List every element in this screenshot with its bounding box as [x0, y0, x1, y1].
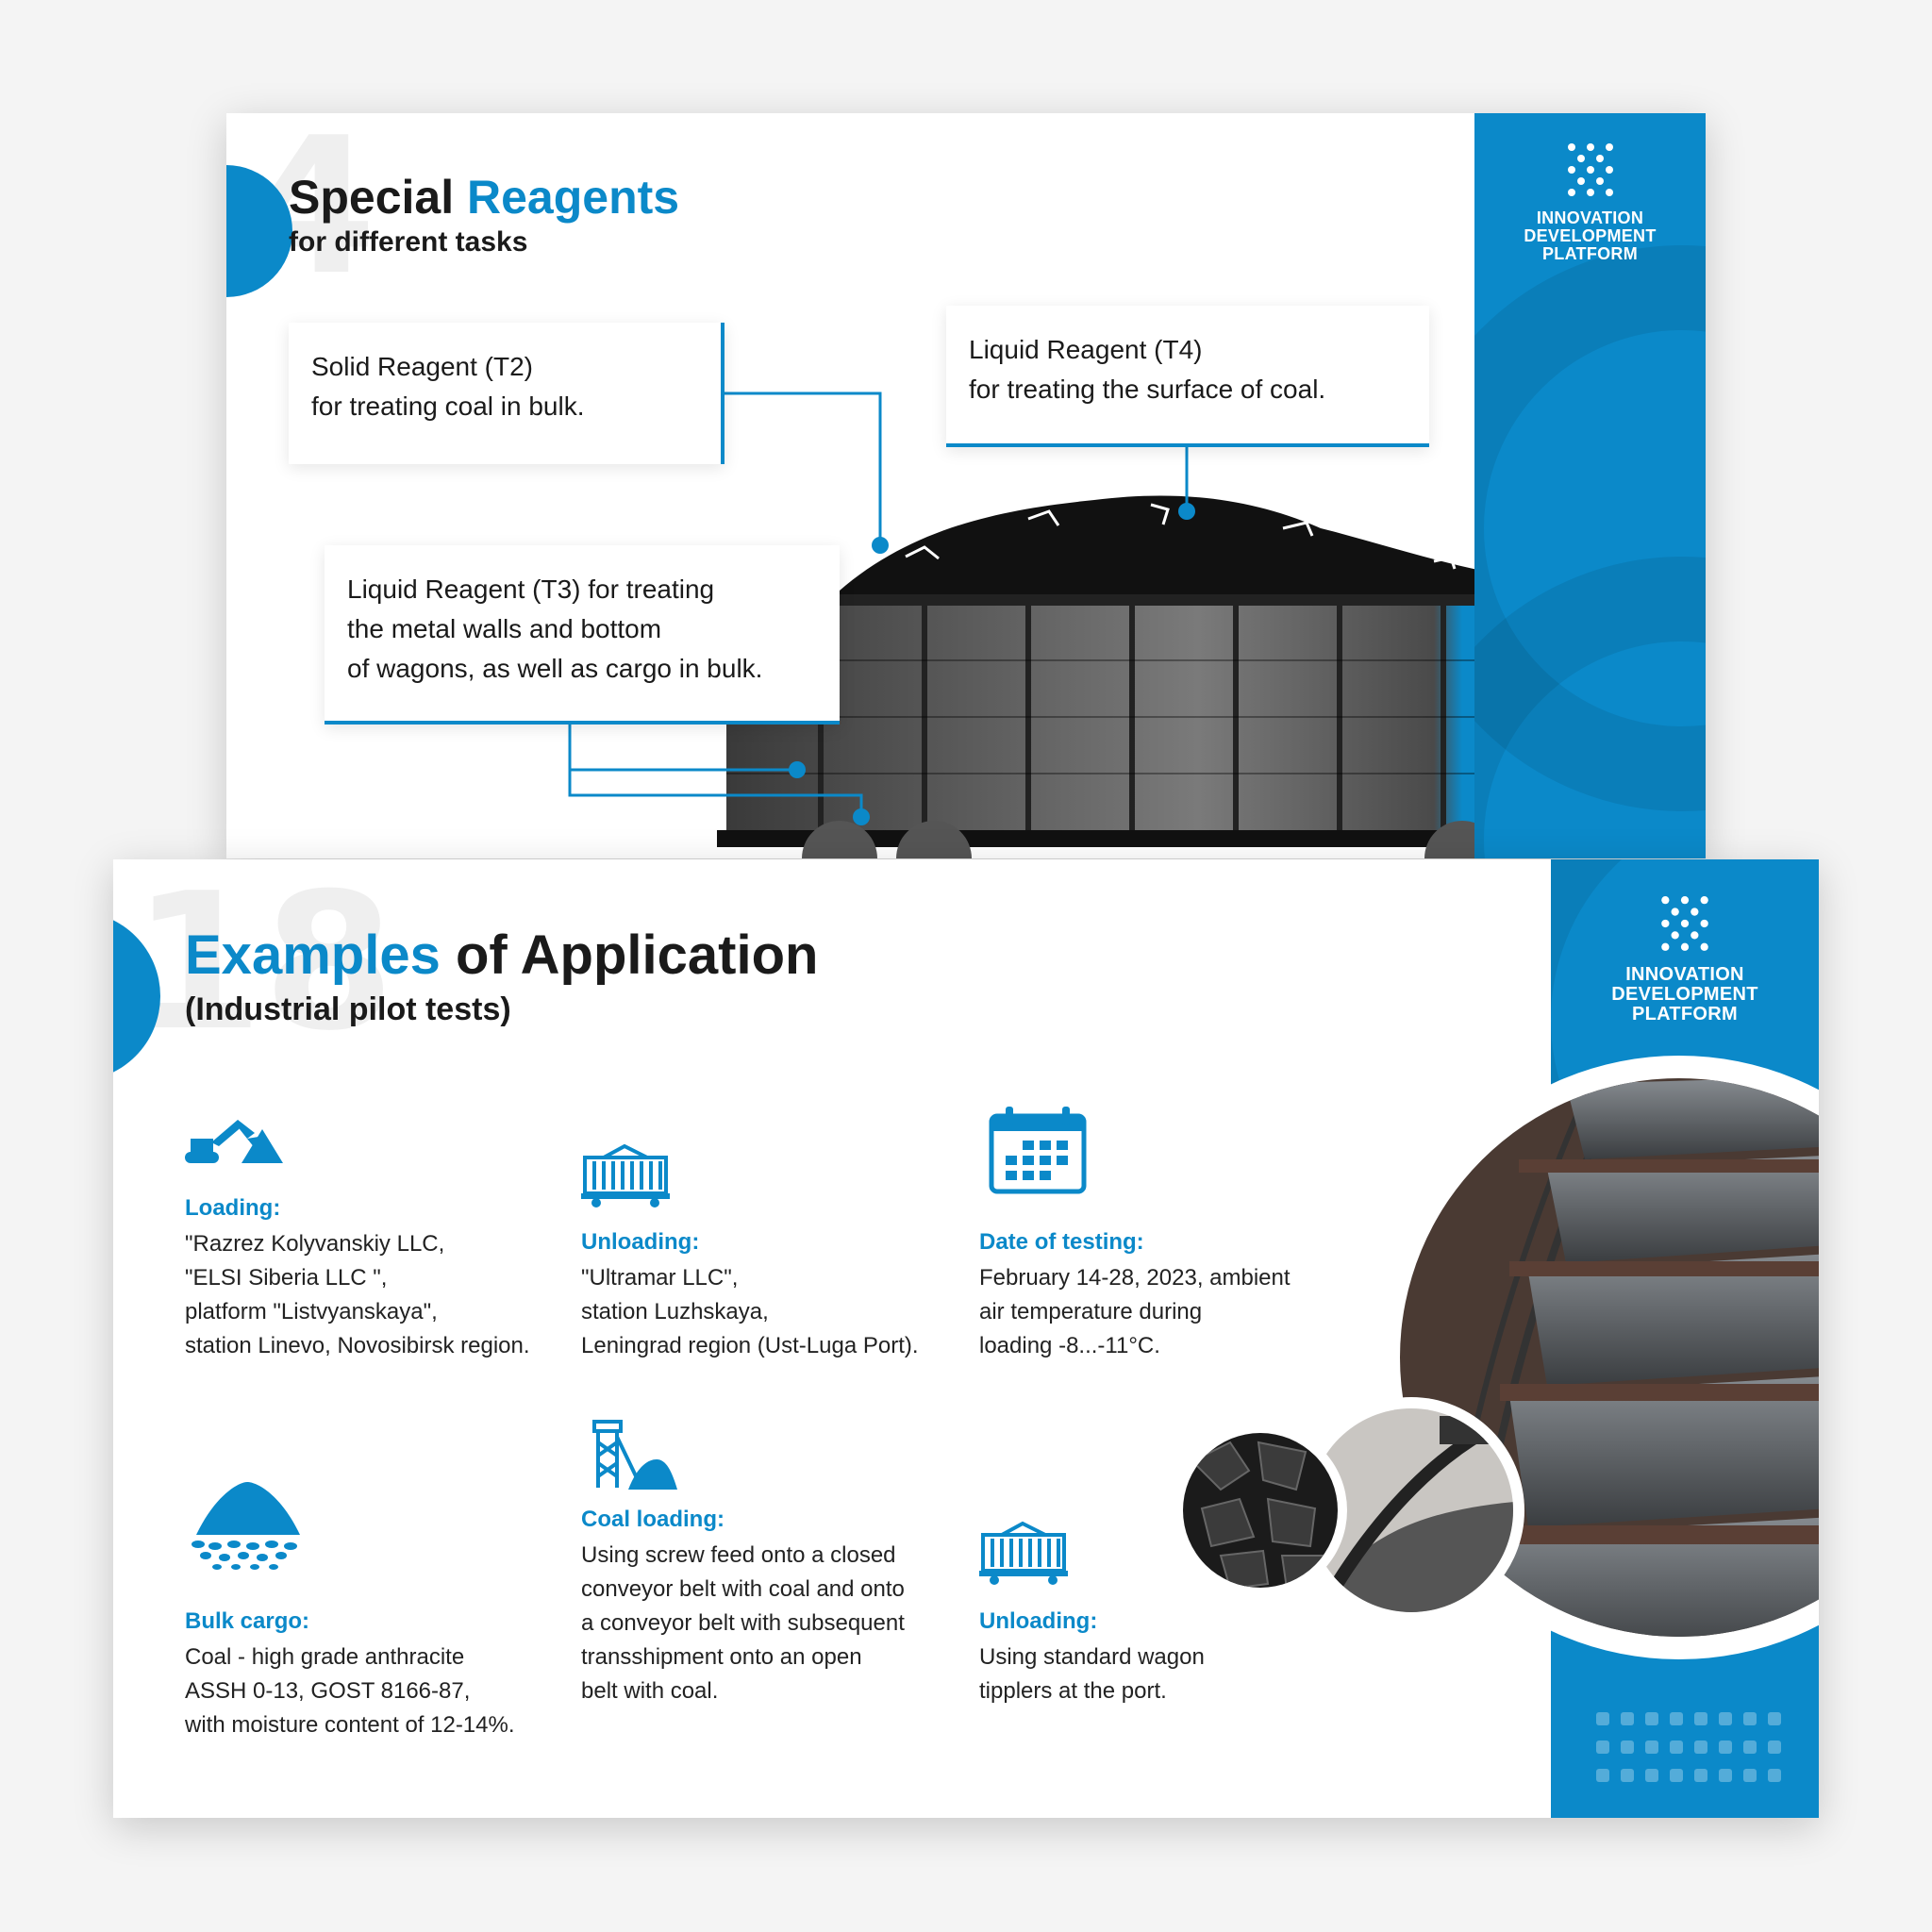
dot-grid-decoration: [1596, 1712, 1781, 1782]
item-text-line: Leningrad region (Ust-Luga Port).: [581, 1333, 919, 1358]
item-heading: Loading:: [185, 1195, 281, 1221]
item-text-line: loading -8...-11°C.: [979, 1333, 1160, 1358]
callout-liquid-reagent-t3: Liquid Reagent (T3) for treating the met…: [325, 545, 840, 724]
title-accent: Reagents: [467, 171, 680, 224]
callout-solid-reagent-t2: Solid Reagent (T2) for treating coal in …: [289, 323, 724, 464]
item-text-line: air temperature during: [979, 1299, 1203, 1324]
brand-logo-icon: [1661, 896, 1708, 951]
callout-text: for treating the surface of coal.: [969, 375, 1326, 404]
item-bulk-cargo: Bulk cargo: Coal - high grade anthracite…: [185, 1608, 562, 1742]
page-title: Special Reagents: [289, 170, 679, 225]
callout-title: Liquid Reagent (T3) for treating: [347, 575, 715, 604]
item-text-line: Coal - high grade anthracite: [185, 1644, 465, 1670]
item-text-line: transshipment onto an open: [581, 1644, 862, 1670]
excavator-icon: [185, 1120, 283, 1163]
item-text-line: Using standard wagon: [979, 1644, 1205, 1670]
item-text-line: tipplers at the port.: [979, 1678, 1167, 1704]
item-text-line: a conveyor belt with subsequent: [581, 1610, 905, 1636]
callout-title: Liquid Reagent (T4): [969, 335, 1203, 364]
brand-name: INNOVATION DEVELOPMENT PLATFORM: [1524, 208, 1657, 263]
item-loading: Loading: "Razrez Kolyvanskiy LLC, "ELSI …: [185, 1195, 562, 1363]
callout-text: for treating coal in bulk.: [311, 391, 585, 421]
item-text-line: station Luzhskaya,: [581, 1299, 769, 1324]
callout-text: of wagons, as well as cargo in bulk.: [347, 654, 763, 683]
item-text-line: platform "Listvyanskaya",: [185, 1299, 438, 1324]
wagon-icon: [979, 1521, 1068, 1585]
wagon-icon: [581, 1143, 670, 1208]
title-part: of Application: [455, 924, 819, 986]
slide-number: 18: [132, 859, 395, 1073]
page-subtitle: (Industrial pilot tests): [185, 991, 511, 1027]
callout-connectors: [568, 391, 1195, 825]
page-title: Examples of Application: [185, 924, 818, 987]
item-text-line: "Ultramar LLC",: [581, 1265, 739, 1291]
brand-logo-icon: [1567, 143, 1613, 196]
item-heading: Unloading:: [979, 1608, 1098, 1634]
slide-special-reagents: 4 Special Reagents for different tasks: [226, 113, 1706, 858]
callout-text: the metal walls and bottom: [347, 614, 662, 643]
item-text-line: station Linevo, Novosibirsk region.: [185, 1333, 530, 1358]
item-text-line: "ELSI Siberia LLC ",: [185, 1265, 388, 1291]
brand-block: INNOVATION DEVELOPMENT PLATFORM: [1551, 893, 1819, 1024]
item-text-line: conveyor belt with coal and onto: [581, 1576, 905, 1602]
pile-icon: [192, 1482, 300, 1570]
item-unloading-ultramar: Unloading: "Ultramar LLC", station Luzhs…: [581, 1229, 958, 1363]
callout-liquid-reagent-t4: Liquid Reagent (T4) for treating the sur…: [946, 306, 1429, 447]
title-part: Special: [289, 171, 455, 224]
callout-title: Solid Reagent (T2): [311, 352, 534, 381]
item-heading: Unloading:: [581, 1229, 700, 1255]
item-text-line: with moisture content of 12-14%.: [185, 1712, 515, 1738]
item-text-line: Using screw feed onto a closed: [581, 1542, 896, 1568]
item-text-line: February 14-28, 2023, ambient: [979, 1265, 1291, 1291]
item-text-line: "Razrez Kolyvanskiy LLC,: [185, 1231, 445, 1257]
calendar-icon: [989, 1107, 1087, 1194]
item-heading: Bulk cargo:: [185, 1608, 310, 1634]
item-text-line: ASSH 0-13, GOST 8166-87,: [185, 1678, 471, 1704]
item-heading: Date of testing:: [979, 1229, 1144, 1255]
item-date-of-testing: Date of testing: February 14-28, 2023, a…: [979, 1229, 1357, 1363]
slide-examples-of-application: 18 Examples of Application (Industrial p…: [113, 859, 1819, 1818]
item-heading: Coal loading:: [581, 1507, 724, 1532]
mine-tower-icon: [592, 1420, 677, 1490]
item-text-line: belt with coal.: [581, 1678, 719, 1704]
photo-coal-lumps: [1174, 1424, 1347, 1597]
page-subtitle: for different tasks: [289, 226, 528, 258]
brand-block: INNOVATION DEVELOPMENT PLATFORM: [1474, 142, 1706, 263]
title-accent: Examples: [185, 924, 441, 986]
brand-sidebar: INNOVATION DEVELOPMENT PLATFORM: [1474, 113, 1706, 858]
brand-name: INNOVATION DEVELOPMENT PLATFORM: [1611, 964, 1758, 1024]
item-coal-loading: Coal loading: Using screw feed onto a cl…: [581, 1507, 958, 1708]
item-unloading-tipplers: Unloading: Using standard wagon tipplers…: [979, 1608, 1357, 1708]
